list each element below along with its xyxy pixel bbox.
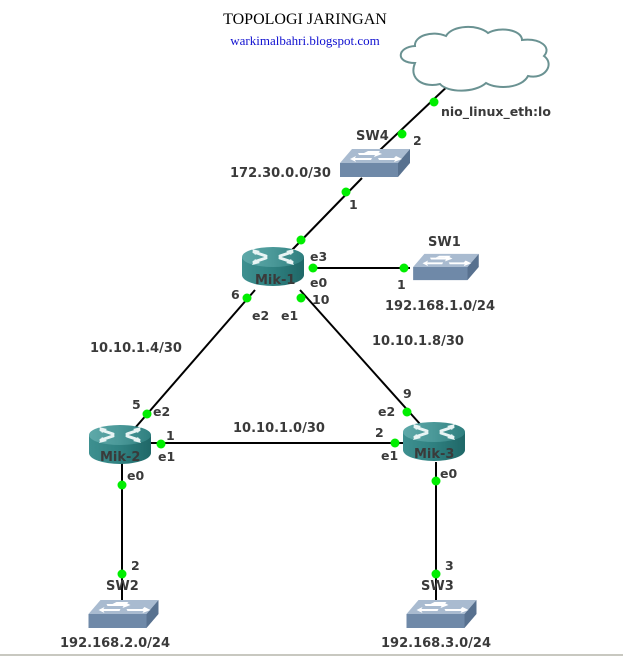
port-dot[interactable]	[142, 409, 152, 419]
network-label-sw2: 192.168.2.0/24	[60, 636, 170, 651]
port-dot[interactable]	[296, 235, 306, 245]
port-dot[interactable]	[402, 407, 412, 417]
port-dot[interactable]	[429, 97, 439, 107]
port-dot[interactable]	[341, 187, 351, 197]
cloud-icon	[399, 26, 550, 92]
host-label: 5	[132, 397, 141, 412]
port-dot[interactable]	[242, 293, 252, 303]
node-label-mik1: Mik-1	[255, 273, 295, 288]
port-label: e0	[440, 466, 457, 481]
port-label: nio_linux_eth:lo	[441, 104, 551, 120]
switch-icon	[340, 149, 410, 177]
host-label: 2	[375, 425, 384, 440]
network-label-sw3: 192.168.3.0/24	[381, 636, 491, 651]
network-label-sw1: 192.168.1.0/24	[385, 299, 495, 314]
port-dot[interactable]	[117, 480, 127, 490]
network-label: 10.10.1.4/30	[90, 341, 182, 356]
link-mik1-mik2[interactable]	[134, 289, 256, 429]
port-dot[interactable]	[117, 569, 127, 579]
port-dot[interactable]	[390, 438, 400, 448]
node-label-mik3: Mik-3	[414, 447, 454, 462]
port-label: e1	[381, 448, 398, 463]
switch-sw2[interactable]: SW2 192.168.2.0/24	[60, 579, 170, 651]
port-label: 2	[413, 133, 422, 148]
node-label-sw3: SW3	[421, 579, 454, 594]
port-dot[interactable]	[397, 129, 407, 139]
host-label: 9	[403, 386, 412, 401]
port-label: e2	[252, 308, 269, 323]
node-label-sw2: SW2	[106, 579, 139, 594]
port-label: e1	[281, 308, 298, 323]
switch-icon	[413, 253, 479, 281]
port-label: e2	[378, 404, 395, 419]
port-label: e3	[310, 249, 327, 264]
switch-sw1[interactable]: SW1 192.168.1.0/24	[385, 235, 495, 314]
host-label: 10	[312, 292, 330, 307]
router-mik1[interactable]: Mik-1	[240, 245, 306, 288]
network-label-sw4: 172.30.0.0/30	[230, 166, 331, 181]
port-label: e1	[158, 449, 175, 464]
router-mik3[interactable]: Mik-3	[401, 420, 467, 463]
router-mik2[interactable]: Mik-2	[87, 423, 153, 466]
port-label: 2	[131, 558, 140, 573]
port-label: 1	[349, 197, 358, 212]
node-label-sw4: SW4	[356, 129, 389, 144]
switch-sw3[interactable]: SW3 192.168.3.0/24	[381, 579, 491, 651]
port-dot[interactable]	[399, 263, 409, 273]
link-mik1-mik3[interactable]	[299, 289, 421, 425]
port-dot[interactable]	[431, 569, 441, 579]
port-dot[interactable]	[156, 439, 166, 449]
port-dot[interactable]	[431, 476, 441, 486]
switch-icon	[88, 600, 159, 628]
host-label: 6	[231, 287, 240, 302]
switch-sw4[interactable]: SW4 172.30.0.0/30	[230, 129, 410, 181]
port-dot[interactable]	[296, 293, 306, 303]
node-label-sw1: SW1	[428, 235, 461, 250]
network-label: 10.10.1.8/30	[372, 334, 464, 349]
diagram-subtitle[interactable]: warkimalbahri.blogspot.com	[230, 33, 379, 48]
port-label: 3	[445, 558, 454, 573]
port-label: 1	[397, 277, 406, 292]
network-label: 10.10.1.0/30	[233, 421, 325, 436]
switch-icon	[406, 600, 477, 628]
link-cloud-sw4[interactable]	[379, 81, 453, 151]
cloud-node[interactable]	[399, 26, 550, 92]
port-label: e2	[153, 404, 170, 419]
port-label: e0	[127, 468, 144, 483]
diagram-title: TOPOLOGI JARINGAN	[223, 11, 387, 28]
port-label: e0	[310, 275, 327, 290]
port-dot[interactable]	[308, 263, 318, 273]
node-label-mik2: Mik-2	[100, 450, 140, 465]
host-label: 1	[166, 428, 175, 443]
